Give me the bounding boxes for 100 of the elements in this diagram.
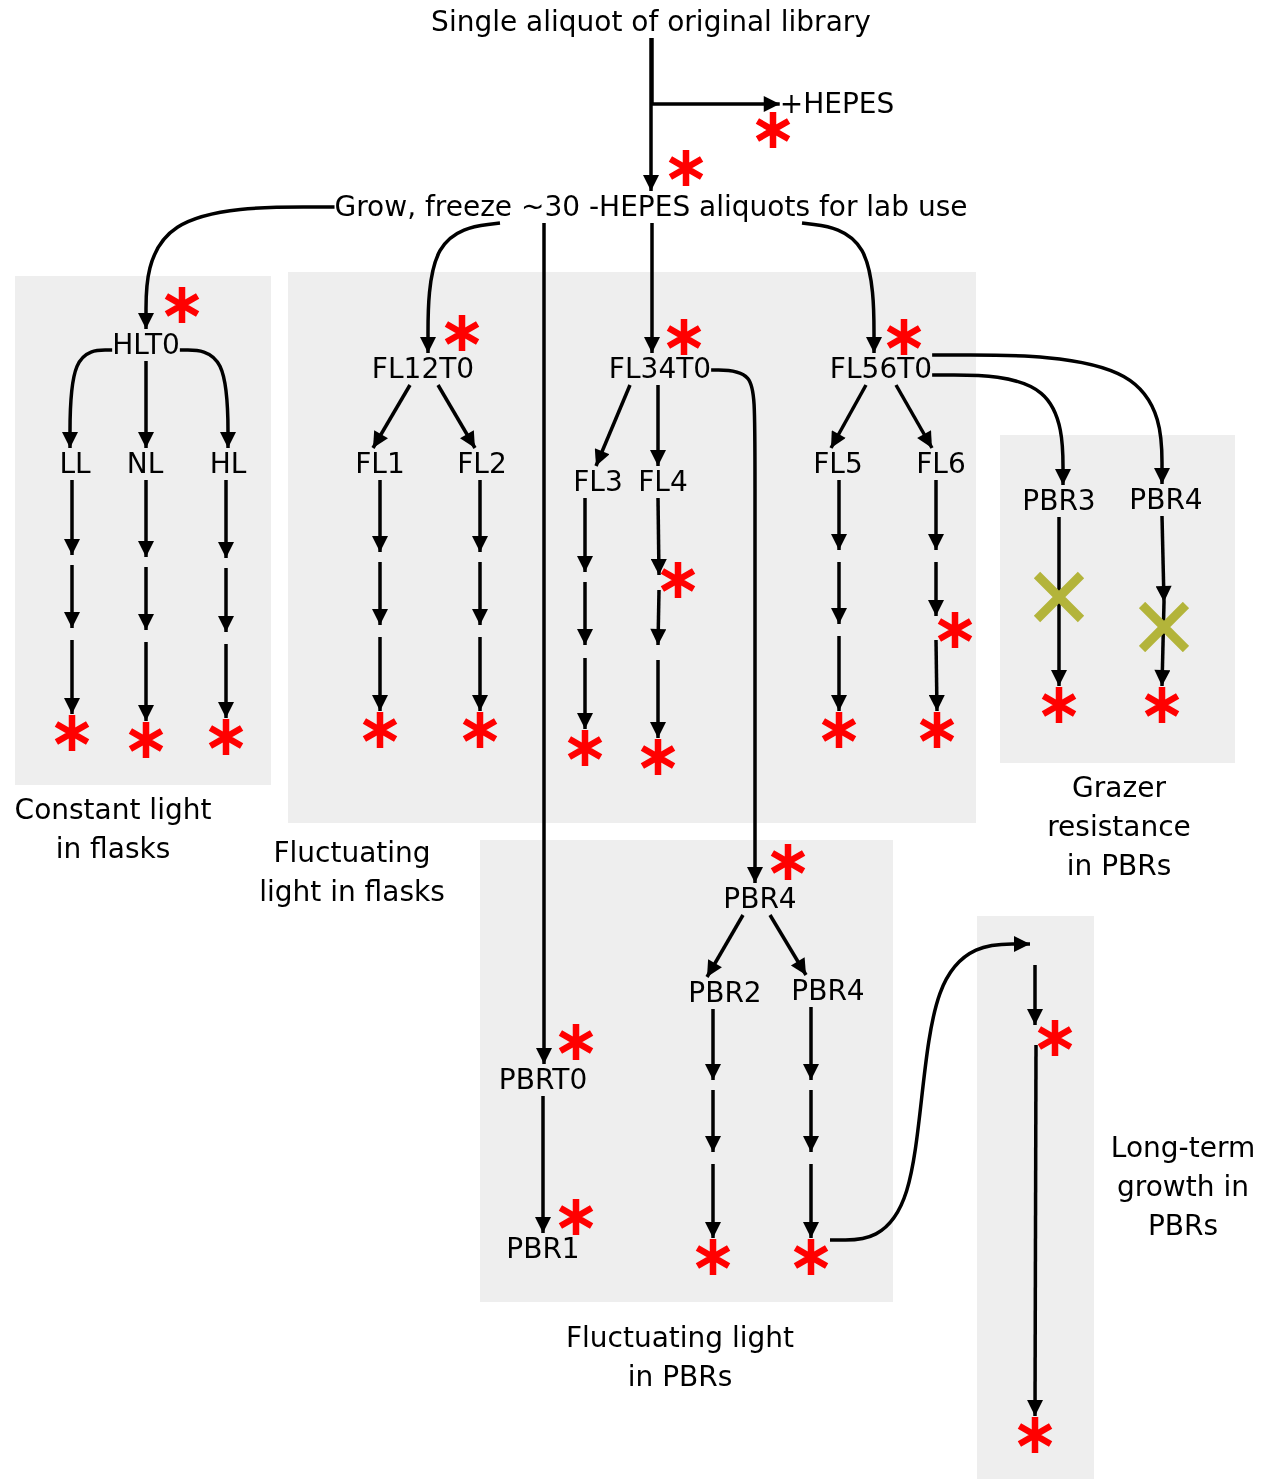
arrow [535, 1096, 551, 1233]
step-label: FL34T0 [608, 353, 712, 385]
asterisk-icon [918, 711, 956, 749]
arrow [705, 1164, 721, 1238]
arrow [138, 361, 154, 448]
arrow [768, 914, 808, 976]
arrow [711, 368, 763, 883]
arrow [436, 384, 477, 449]
arrow [928, 639, 945, 712]
arrow [64, 640, 80, 714]
step-label: HL [209, 448, 247, 480]
step-label: PBR3 [1022, 485, 1096, 517]
arrow [138, 642, 154, 721]
arrow [1154, 601, 1171, 687]
step-label: FL4 [638, 466, 688, 498]
arrow [894, 384, 934, 449]
step-label: PBR4 [791, 975, 865, 1007]
group-caption: Constant light in flasks [13, 792, 213, 867]
asterisk-icon [53, 714, 91, 752]
step-label: FL2 [457, 448, 507, 480]
arrow [650, 589, 667, 646]
asterisk-icon [792, 1238, 830, 1276]
step-label: FL3 [573, 466, 623, 498]
group-caption: Grazer resistance in PBRs [1046, 770, 1192, 884]
step-label: PBR2 [688, 977, 762, 1009]
arrow [218, 480, 234, 558]
arrow [932, 353, 1170, 484]
asterisk-icon [127, 721, 165, 759]
group-caption: Long-term growth in PBRs [1109, 1130, 1257, 1244]
step-label: FL56T0 [829, 353, 933, 385]
asterisk-icon [207, 718, 245, 756]
arrow [594, 384, 632, 467]
asterisk-icon [461, 711, 499, 749]
step-label: FL6 [916, 448, 966, 480]
arrow [371, 384, 412, 449]
arrow [650, 660, 666, 738]
asterisk-icon [694, 1238, 732, 1276]
arrow [928, 480, 944, 550]
group-caption: Fluctuating light in PBRs [564, 1320, 796, 1395]
group-panel [977, 916, 1094, 1479]
asterisk-icon [1040, 686, 1078, 724]
arrow [420, 221, 501, 353]
step-label: NL [126, 448, 164, 480]
asterisk-icon [820, 711, 858, 749]
arrow [705, 1009, 721, 1080]
asterisk-icon [936, 611, 974, 649]
asterisk-icon [1143, 686, 1181, 724]
arrow [536, 223, 552, 1064]
step-label: PBR4 [723, 883, 797, 915]
arrow [64, 480, 80, 555]
arrow [1051, 517, 1067, 686]
arrow [138, 480, 154, 557]
arrow [650, 497, 667, 576]
asterisk-icon [1016, 1416, 1054, 1454]
step-label: PBR1 [506, 1233, 580, 1265]
step-label: FL12T0 [371, 353, 475, 385]
arrow [830, 936, 1030, 1242]
step-label: LL [59, 448, 91, 480]
arrow [803, 1007, 819, 1080]
arrow [705, 914, 745, 978]
step-label: FL5 [813, 448, 863, 480]
asterisk-icon [639, 738, 677, 776]
arrow [801, 221, 882, 353]
arrow [372, 637, 388, 711]
arrow [577, 658, 593, 729]
arrow [829, 384, 868, 449]
arrow [372, 480, 388, 552]
asterisk-icon [659, 561, 697, 599]
group-panel [1000, 435, 1235, 763]
step-label: FL1 [355, 448, 405, 480]
group-caption: Fluctuating light in flasks [258, 835, 446, 910]
step-label: PBR4 [1129, 484, 1203, 516]
arrow [62, 348, 113, 448]
arrow [644, 223, 660, 353]
arrow [472, 637, 488, 711]
arrow [577, 498, 593, 572]
group-panel [288, 272, 976, 823]
arrow [1155, 515, 1172, 603]
group-panel [480, 840, 893, 1302]
arrow [650, 385, 666, 466]
step-label: PBRT0 [498, 1064, 588, 1096]
asterisk-icon [1036, 1019, 1074, 1057]
step-label: HLT0 [112, 329, 180, 361]
arrow [643, 38, 659, 191]
arrow [472, 480, 488, 552]
arrow [179, 348, 236, 448]
arrow [932, 373, 1071, 485]
step-label: Grow, freeze ~30 -HEPES aliquots for lab use [334, 191, 968, 223]
arrow [803, 1164, 819, 1238]
asterisk-icon [566, 729, 604, 767]
arrow [831, 636, 847, 711]
x-mark-icon [1139, 602, 1189, 652]
arrow [138, 205, 335, 329]
arrow [928, 562, 944, 616]
arrow [1027, 1045, 1044, 1416]
step-label: +HEPES [779, 88, 895, 120]
group-panel [15, 276, 271, 785]
asterisk-icon [361, 711, 399, 749]
arrow [218, 644, 234, 718]
step-label: Single aliquot of original library [431, 6, 871, 38]
